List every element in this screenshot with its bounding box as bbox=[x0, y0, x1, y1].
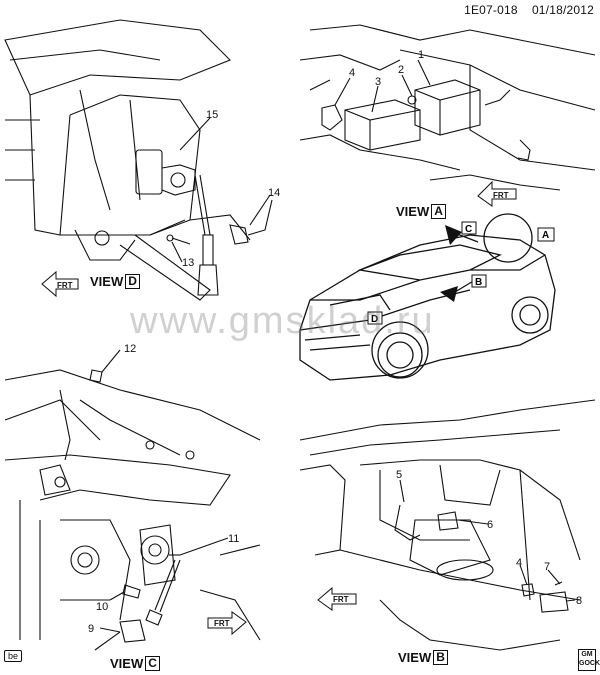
car-art bbox=[299, 213, 556, 381]
car-marker-b: B bbox=[475, 277, 482, 288]
callout-7: 7 bbox=[544, 561, 550, 573]
view-c-label: VIEW C bbox=[110, 656, 160, 671]
callout-4b: 4 bbox=[516, 557, 522, 569]
callout-9: 9 bbox=[88, 623, 94, 635]
view-a-letter: A bbox=[431, 204, 446, 219]
frt-arrows: FRT FRT FRT FRT bbox=[41, 180, 517, 636]
car-marker-d: D bbox=[371, 314, 378, 325]
callout-14: 14 bbox=[268, 187, 280, 199]
view-a-art bbox=[299, 24, 596, 191]
doc-date: 01/18/2012 bbox=[531, 3, 594, 17]
frt-arrow-a: FRT bbox=[493, 191, 509, 200]
view-b-label: VIEW B bbox=[398, 650, 448, 665]
callout-2: 2 bbox=[398, 64, 404, 76]
doc-header: 1E07-018 01/18/2012 bbox=[464, 3, 594, 17]
callout-13: 13 bbox=[182, 257, 194, 269]
callout-12: 12 bbox=[124, 343, 136, 355]
view-d-label: VIEW D bbox=[90, 274, 140, 289]
frt-arrow-b: FRT bbox=[333, 595, 349, 604]
callout-numbers: 1 2 3 4 5 6 7 8 9 10 11 12 13 14 15 4 bbox=[88, 49, 582, 635]
callout-3: 3 bbox=[375, 76, 381, 88]
callout-6: 6 bbox=[487, 519, 493, 531]
callout-8: 8 bbox=[576, 595, 582, 607]
doc-id: 1E07-018 bbox=[464, 3, 518, 17]
callout-5: 5 bbox=[396, 469, 402, 481]
callout-11: 11 bbox=[228, 533, 239, 545]
car-marker-c: C bbox=[465, 224, 472, 235]
frt-arrow-c: FRT bbox=[214, 619, 230, 628]
gm-logo: GM GOCK bbox=[578, 649, 600, 671]
callout-10: 10 bbox=[96, 601, 108, 613]
view-d-letter: D bbox=[125, 274, 140, 289]
view-c-letter: C bbox=[145, 656, 160, 671]
view-d-art bbox=[4, 19, 273, 301]
watermark: www.gmsklad.ru bbox=[130, 300, 435, 342]
car-markers: A B C D bbox=[367, 221, 555, 325]
corner-tag: be bbox=[4, 650, 23, 662]
view-b-art bbox=[299, 399, 596, 651]
callout-15: 15 bbox=[206, 109, 218, 121]
car-marker-a: A bbox=[542, 230, 549, 241]
view-c-art bbox=[4, 349, 261, 651]
callout-1: 1 bbox=[418, 49, 424, 61]
view-b-letter: B bbox=[433, 650, 448, 665]
view-a-label: VIEW A bbox=[396, 204, 446, 219]
frt-arrow-d: FRT bbox=[57, 281, 73, 290]
callout-4: 4 bbox=[349, 67, 355, 79]
